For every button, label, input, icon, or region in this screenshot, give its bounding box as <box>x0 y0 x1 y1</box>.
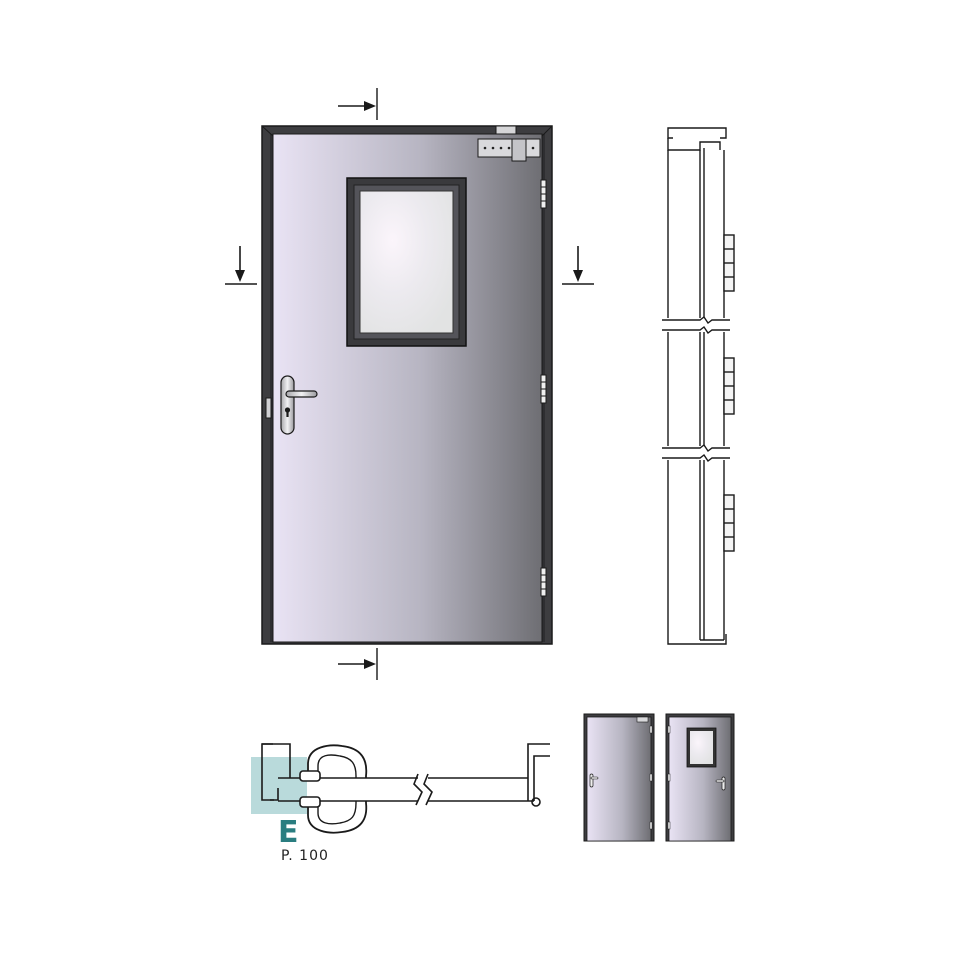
section-arrow-icon <box>562 246 594 285</box>
hinge-icon <box>540 179 547 209</box>
thumbnail-solid-door <box>583 713 655 842</box>
front-elevation <box>225 88 594 680</box>
section-letter: E <box>278 815 299 850</box>
section-arrow-icon <box>225 246 257 285</box>
vision-panel-glass <box>359 190 454 334</box>
section-code: P. 100 <box>281 848 329 864</box>
horizontal-section <box>251 743 550 834</box>
hinge-icon <box>540 374 547 404</box>
hinge-icon <box>723 234 735 292</box>
section-arrow-icon <box>338 88 378 120</box>
hinge-icon <box>723 357 735 415</box>
strike-plate <box>265 397 272 419</box>
door-closer-icon <box>477 125 541 162</box>
hinge-icon <box>540 567 547 597</box>
highlight-area <box>251 757 307 814</box>
section-arrow-icon <box>338 648 378 680</box>
lever-handle-icon <box>280 375 318 435</box>
thumbnail-glazed-door <box>665 713 735 842</box>
vertical-section <box>662 127 735 645</box>
hinge-icon <box>723 494 735 552</box>
